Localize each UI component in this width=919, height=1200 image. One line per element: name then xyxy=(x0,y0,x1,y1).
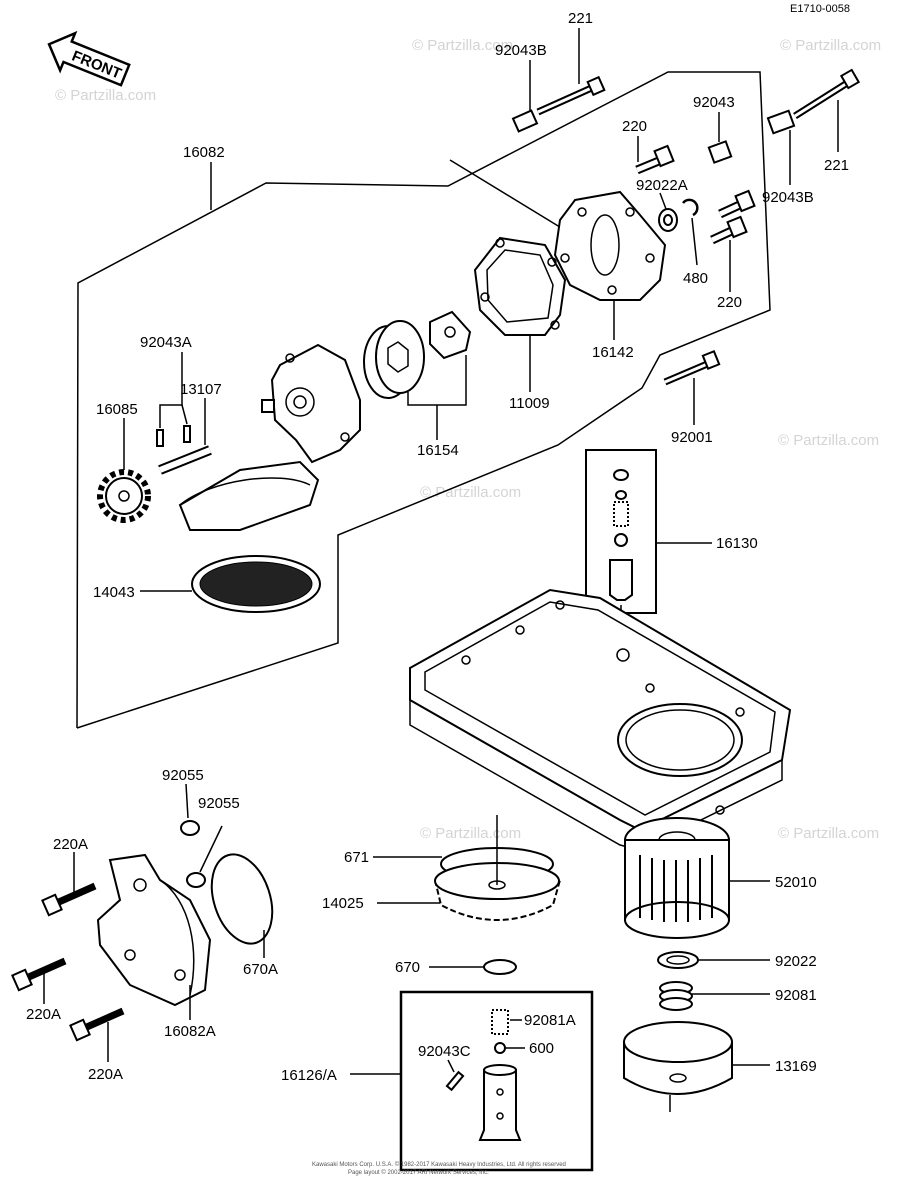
pin-92043C xyxy=(445,1070,465,1092)
watermark: © Partzilla.com xyxy=(55,87,156,104)
assembly-group-outline xyxy=(76,71,771,729)
diagram-id: E1710-0058 xyxy=(790,3,850,15)
callout-16142: 16142 xyxy=(592,344,634,361)
callout-92043C: 92043C xyxy=(418,1043,471,1060)
callout-220-right: 220 xyxy=(717,294,742,311)
leader-line xyxy=(199,825,223,873)
callout-92043: 92043 xyxy=(693,94,735,111)
collar-92043 xyxy=(707,140,733,164)
callout-92081: 92081 xyxy=(775,987,817,1004)
watermark: © Partzilla.com xyxy=(412,37,513,54)
copyright-line: Page layout © 2002-2017 ARI Network Serv… xyxy=(348,1169,489,1176)
bolt-220-top xyxy=(635,144,675,175)
sprocket-16085 xyxy=(97,469,151,523)
callout-480: 480 xyxy=(683,270,708,287)
leader-line xyxy=(691,217,698,266)
bypass-valve-box xyxy=(399,990,594,1172)
watermarks: © Partzilla.com © Partzilla.com © Partzi… xyxy=(55,37,881,842)
bypass-valve-16126A xyxy=(478,1009,522,1141)
callout-221-right: 221 xyxy=(824,157,849,174)
callout-92022A: 92022A xyxy=(636,177,688,194)
copyright-line: Kawasaki Motors Corp. U.S.A. © 1982-2017… xyxy=(312,1161,566,1168)
rotor-inner-16154 xyxy=(429,310,472,360)
callout-600: 600 xyxy=(529,1040,554,1057)
callout-92043B-top: 92043B xyxy=(495,42,547,59)
spring-92081 xyxy=(659,981,693,1011)
leader-line xyxy=(447,1059,455,1073)
bolt-221-right xyxy=(793,68,861,119)
callout-92055-a: 92055 xyxy=(162,767,204,784)
watermark: © Partzilla.com xyxy=(420,825,521,842)
collar-92043B-top xyxy=(511,109,539,133)
callout-16126A: 16126/A xyxy=(281,1067,337,1084)
leader-line xyxy=(159,352,183,428)
leader-line xyxy=(449,159,569,233)
callout-670A: 670A xyxy=(243,961,278,978)
watermark: © Partzilla.com xyxy=(420,484,521,501)
callout-16082A: 16082A xyxy=(164,1023,216,1040)
callout-16082: 16082 xyxy=(183,144,225,161)
o-ring-670 xyxy=(483,959,517,975)
watermark: © Partzilla.com xyxy=(780,37,881,54)
rotor-outer-16154 xyxy=(363,320,425,399)
callout-92043A: 92043A xyxy=(140,334,192,351)
watermark: © Partzilla.com xyxy=(778,825,879,842)
callout-220A-1: 220A xyxy=(53,836,88,853)
callout-92055-b: 92055 xyxy=(198,795,240,812)
callout-220A-3: 220A xyxy=(88,1066,123,1083)
callout-92081A: 92081A xyxy=(524,1012,576,1029)
o-ring-92055-b xyxy=(186,872,206,888)
clip-480-icon xyxy=(682,198,699,217)
bolt-220A-3 xyxy=(69,1007,125,1042)
callout-13169: 13169 xyxy=(775,1058,817,1075)
leader-line xyxy=(181,404,188,425)
leader-line xyxy=(659,192,667,210)
bolt-220-right-a xyxy=(718,189,756,219)
callout-labels: 221 92043B 92043 16082 220 92022A 221 92… xyxy=(26,10,849,1084)
bolt-220A-2 xyxy=(11,957,67,992)
bolt-220-right-b xyxy=(710,215,748,245)
oil-screen-14043 xyxy=(191,555,321,613)
callout-92043B-right: 92043B xyxy=(762,189,814,206)
callout-52010: 52010 xyxy=(775,874,817,891)
callout-16085: 16085 xyxy=(96,401,138,418)
callout-92001: 92001 xyxy=(671,429,713,446)
bolt-220A-1 xyxy=(41,882,97,917)
bolt-221-top xyxy=(536,75,606,116)
gasket-11009 xyxy=(473,236,567,336)
pump-body-16082 xyxy=(261,343,361,464)
washer-92022A xyxy=(658,208,678,232)
callout-13107: 13107 xyxy=(180,381,222,398)
callout-220A-2: 220A xyxy=(26,1006,61,1023)
filter-cover-13169 xyxy=(623,1021,733,1095)
pins-92043A xyxy=(156,425,191,447)
washer-92022 xyxy=(657,951,699,969)
callout-220-top: 220 xyxy=(622,118,647,135)
o-ring-92055-a xyxy=(180,820,200,836)
oil-pan xyxy=(409,588,792,851)
callout-671: 671 xyxy=(344,849,369,866)
callout-16154: 16154 xyxy=(417,442,459,459)
oil-filter-52010 xyxy=(624,817,730,939)
bolt-92001 xyxy=(663,349,721,386)
front-arrow-icon: FRONT xyxy=(47,30,131,87)
callout-92022: 92022 xyxy=(775,953,817,970)
strainer-housing xyxy=(178,460,320,531)
callout-11009: 11009 xyxy=(509,395,550,412)
callout-14025: 14025 xyxy=(322,895,364,912)
o-ring-670A xyxy=(210,853,274,945)
collar-92043B-right xyxy=(766,109,796,135)
relief-valve-16130 xyxy=(609,469,633,601)
shaft-13107 xyxy=(158,445,212,475)
callout-16130: 16130 xyxy=(716,535,758,552)
leader-line xyxy=(185,783,189,819)
callout-670: 670 xyxy=(395,959,420,976)
callout-14043: 14043 xyxy=(93,584,135,601)
callout-221-top: 221 xyxy=(568,10,593,27)
pump-cover-16142 xyxy=(553,190,667,301)
watermark: © Partzilla.com xyxy=(778,432,879,449)
